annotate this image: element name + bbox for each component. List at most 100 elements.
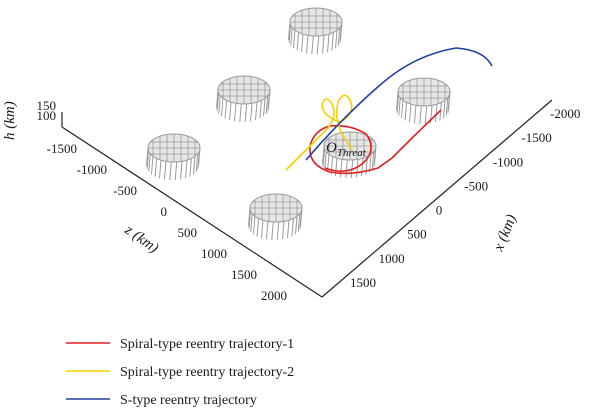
obstacle-strut	[216, 92, 220, 111]
obstacle-strut	[295, 216, 298, 235]
obstacle-strut	[296, 32, 300, 51]
z-axis-title: z (km)	[121, 222, 161, 257]
z-tick-label: -500	[113, 183, 137, 198]
obstacle-strut	[197, 150, 200, 169]
series-layer	[285, 47, 493, 175]
obstacle-strut	[445, 97, 449, 116]
obstacle-strut	[248, 207, 251, 227]
series-line	[305, 47, 493, 161]
obstacle-strut	[356, 159, 359, 178]
obstacle-strut	[322, 145, 325, 165]
obstacle-strut	[195, 153, 199, 172]
threat-annotation-sub: Threat	[337, 147, 367, 159]
z-tick-label: 0	[161, 204, 168, 219]
z-tick-label: -1500	[47, 141, 77, 156]
obstacle-strut	[159, 160, 162, 179]
obstacle-cylinder	[146, 133, 201, 180]
obstacles-layer	[146, 7, 451, 240]
obstacle-strut	[250, 213, 253, 232]
obstacle-strut	[265, 221, 269, 240]
obstacle-strut	[419, 105, 422, 124]
h-tick-label: 150	[37, 98, 57, 113]
labels-layer: h (km) z (km) x (km) OThreat	[2, 101, 520, 256]
obstacle-strut	[150, 156, 154, 175]
z-tick-label: 2000	[261, 288, 287, 303]
obstacle-strut	[218, 95, 221, 114]
obstacle-strut	[316, 35, 320, 54]
obstacle-strut	[224, 100, 228, 119]
obstacle-strut	[288, 21, 291, 41]
legend: Spiral-type reentry trajectory-1 Spiral-…	[66, 337, 294, 408]
obstacle-strut	[305, 35, 309, 54]
obstacle-strut	[324, 151, 327, 170]
obstacle-strut	[229, 102, 232, 121]
obstacle-strut	[263, 98, 266, 117]
obstacle-strut	[299, 210, 302, 229]
obstacle-strut	[287, 220, 290, 239]
x-tick-label: 500	[407, 227, 427, 242]
x-tick-label: -500	[464, 178, 488, 193]
obstacle-cylinder	[248, 193, 303, 240]
legend-label-s-type: S-type reentry trajectory	[120, 393, 257, 408]
obstacle-strut	[290, 27, 293, 46]
legend-label-spiral-1: Spiral-type reentry trajectory-1	[120, 337, 294, 352]
z-tick-label: 1000	[201, 246, 227, 261]
h-tick-label: 100	[37, 108, 57, 123]
obstacle-strut	[169, 161, 172, 180]
obstacle-strut	[322, 35, 325, 54]
axes-layer	[61, 99, 553, 298]
obstacle-strut	[276, 221, 280, 240]
obstacle-strut	[396, 94, 400, 113]
obstacle-strut	[398, 97, 401, 116]
obstacle-strut	[261, 220, 264, 239]
x-tick-label: -2000	[550, 106, 580, 121]
obstacle-strut	[301, 34, 304, 53]
threat-annotation: OThreat	[326, 140, 367, 159]
obstacle-strut	[244, 103, 248, 122]
obstacle-strut	[220, 98, 224, 117]
obstacle-strut	[443, 100, 446, 119]
obstacle-strut	[339, 24, 342, 43]
x-tick-label: 0	[436, 203, 443, 218]
obstacle-strut	[297, 213, 301, 232]
obstacle-strut	[371, 151, 375, 170]
x-axis-line	[321, 99, 553, 298]
obstacle-strut	[250, 103, 253, 122]
obstacle-strut	[331, 32, 334, 51]
legend-label-spiral-2: Spiral-type reentry trajectory-2	[120, 365, 294, 380]
obstacle-cylinder	[288, 7, 343, 54]
obstacle-strut	[146, 150, 150, 169]
x-tick-label: -1500	[521, 130, 551, 145]
obstacle-strut	[288, 24, 292, 43]
obstacle-strut	[154, 158, 158, 177]
obstacle-strut	[174, 161, 178, 180]
obstacle-strut	[311, 35, 314, 54]
obstacle-strut	[248, 210, 252, 229]
obstacle-strut	[148, 153, 151, 172]
obstacle-strut	[404, 102, 408, 121]
obstacle-strut	[396, 91, 399, 111]
x-tick-label: 1000	[379, 251, 405, 266]
obstacle-strut	[216, 89, 219, 109]
threat-annotation-main: O	[326, 140, 337, 156]
obstacle-strut	[447, 94, 450, 113]
obstacle-strut	[361, 158, 364, 177]
obstacle-strut	[291, 218, 294, 237]
obstacle-strut	[435, 104, 438, 123]
obstacle-strut	[282, 221, 285, 240]
obstacle-strut	[193, 156, 196, 175]
obstacle-strut	[345, 159, 348, 178]
obstacle-strut	[239, 103, 242, 122]
obstacle-strut	[339, 159, 343, 178]
obstacle-strut	[233, 103, 237, 122]
z-tick-label: 500	[178, 225, 198, 240]
z-tick-label: 1500	[231, 267, 257, 282]
obstacle-strut	[267, 92, 270, 111]
obstacle-strut	[322, 148, 326, 167]
obstacle-strut	[424, 105, 428, 124]
obstacle-cylinder	[216, 75, 271, 122]
obstacle-strut	[265, 95, 269, 114]
obstacle-strut	[373, 148, 376, 167]
obstacle-strut	[256, 218, 260, 237]
z-tick-label: -1000	[77, 162, 107, 177]
